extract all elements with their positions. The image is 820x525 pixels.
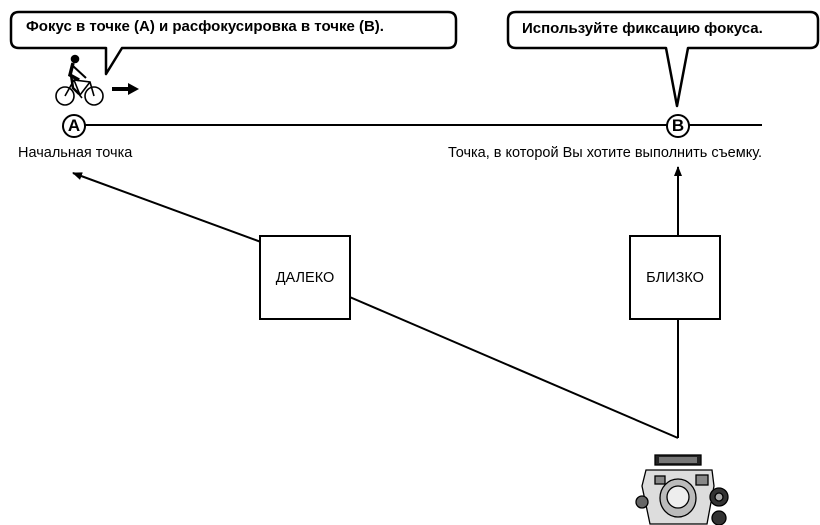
right-callout-text: Используйте фиксацию фокуса. [522, 20, 763, 37]
far-distance-label: ДАЛЕКО [275, 269, 335, 286]
far-distance-line-lower [344, 294, 679, 439]
near-distance-label: БЛИЗКО [646, 269, 704, 286]
cyclist-icon [55, 54, 104, 106]
target-point-label: Точка, в которой Вы хотите выполнить съе… [448, 145, 763, 161]
left-callout-bubble [9, 10, 458, 76]
right-callout-bubble [506, 10, 820, 108]
arrow-right-icon [112, 83, 139, 95]
point-b-marker: B [666, 114, 690, 138]
left-callout-text: Фокус в точке (A) и расфокусировка в точ… [26, 18, 384, 35]
far-distance-line-upper [72, 172, 262, 243]
camera-icon [635, 454, 729, 525]
point-a-marker: A [62, 114, 86, 138]
far-distance-box: ДАЛЕКО [259, 235, 351, 320]
near-distance-box: БЛИЗКО [629, 235, 721, 320]
start-point-label: Начальная точка [18, 145, 133, 161]
